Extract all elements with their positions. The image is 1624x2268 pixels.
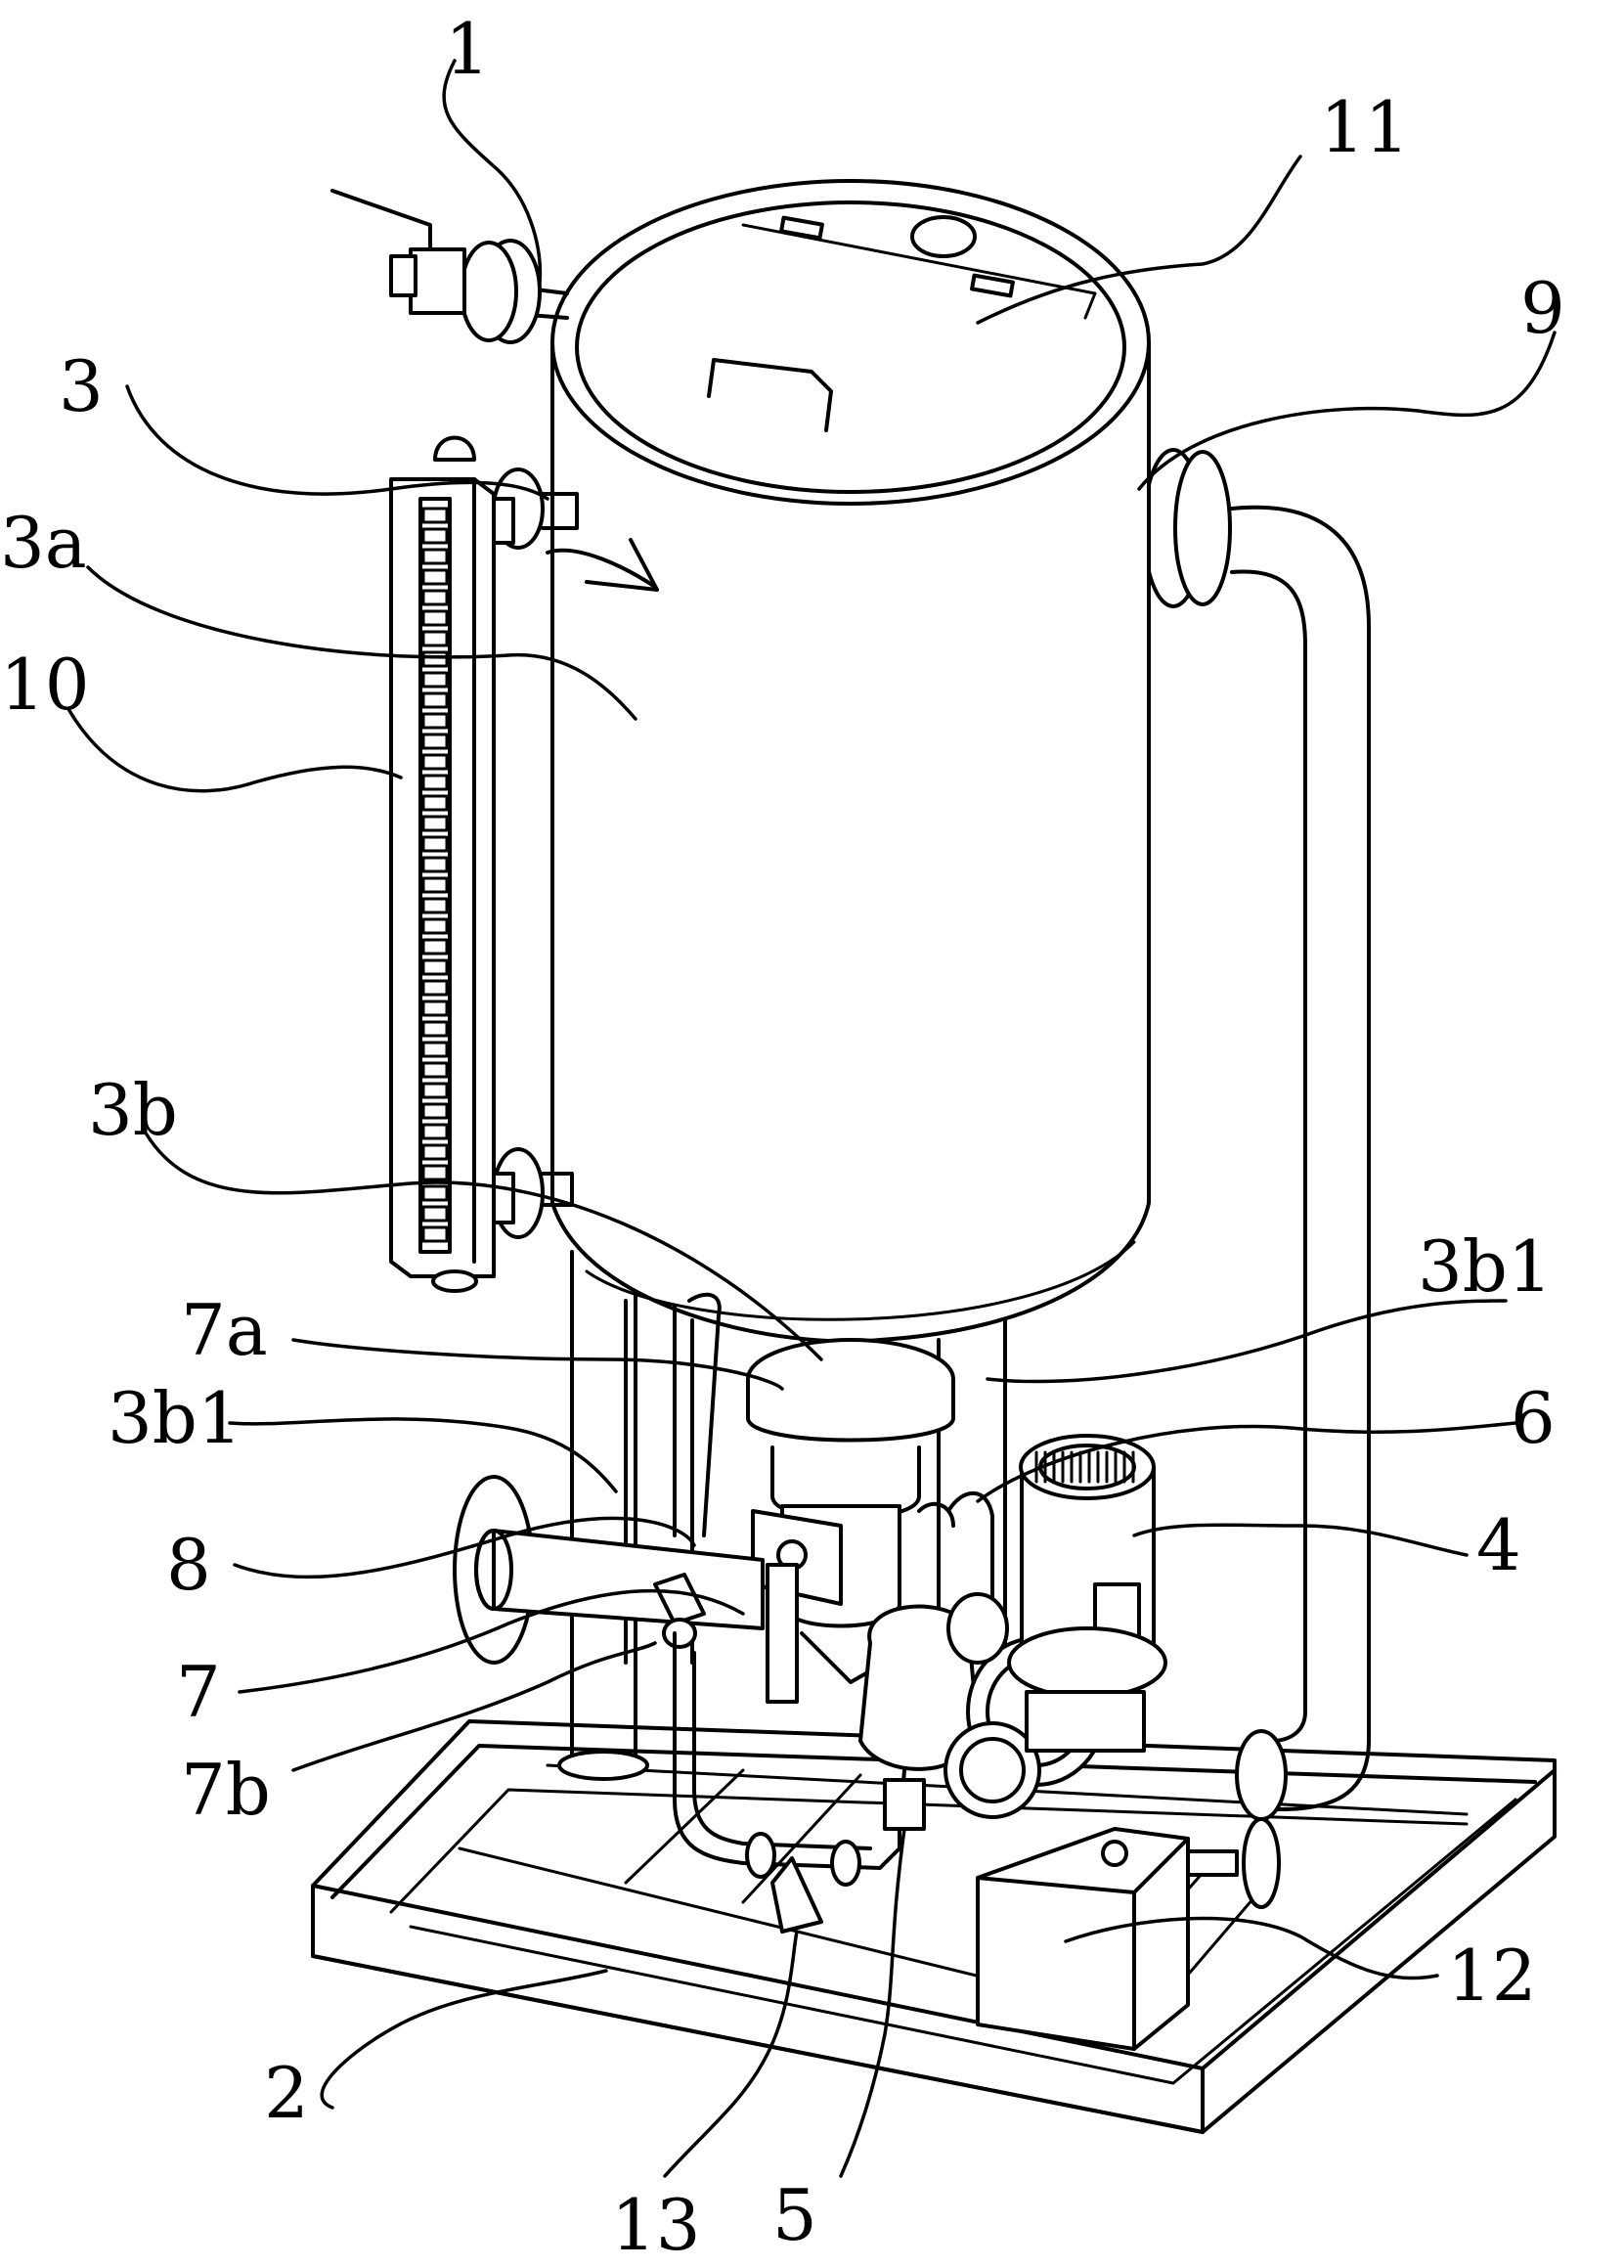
callout-3b: 3b — [88, 1069, 178, 1151]
callout-6: 6 — [1511, 1377, 1556, 1459]
gauge-tick — [421, 1123, 449, 1140]
callout-10: 10 — [0, 644, 90, 726]
gauge-tick — [421, 1041, 449, 1058]
leader-3b — [145, 1133, 823, 1361]
callout-13: 13 — [611, 2184, 701, 2266]
gauge-tick — [421, 650, 449, 668]
callout-11: 11 — [1320, 86, 1410, 168]
gauge-tick — [421, 589, 449, 606]
leader-4 — [1132, 1523, 1469, 1557]
gauge-tick — [421, 733, 449, 750]
pump-base — [976, 1817, 1281, 2051]
callout-3: 3 — [59, 345, 104, 427]
gauge-tick — [421, 691, 449, 709]
gauge-tick — [421, 897, 449, 914]
callout-3a: 3a — [0, 502, 87, 584]
leader-11 — [976, 155, 1302, 325]
gauge-tick — [421, 774, 449, 791]
callout-7a: 7a — [181, 1289, 268, 1371]
gauge-tick — [421, 507, 449, 524]
callout-4: 4 — [1476, 1504, 1521, 1586]
leader-7 — [238, 1588, 745, 1694]
gauge-tick — [421, 1061, 449, 1079]
callout-3b1-left: 3b1 — [108, 1377, 242, 1459]
gauge-tick — [421, 856, 449, 873]
leader-7a — [291, 1338, 784, 1391]
gauge-tick — [421, 1143, 449, 1161]
leader-8 — [233, 1516, 696, 1579]
callout-2: 2 — [264, 2052, 309, 2134]
callout-labels: 1 11 9 3 3a 10 3b 3b1 7a 6 3b1 4 8 7 7b … — [0, 8, 1565, 2266]
leader-7b — [291, 1641, 657, 1772]
gauge-tick — [421, 609, 449, 627]
gauge-tick — [421, 671, 449, 689]
tank-body — [550, 179, 1151, 1344]
level-gauge — [389, 435, 579, 1293]
leader-9 — [1137, 331, 1557, 491]
gauge-tick — [421, 1102, 449, 1120]
gauge-tick — [421, 1020, 449, 1038]
gauge-tick — [421, 979, 449, 997]
gauge-tick — [421, 527, 449, 545]
callout-8: 8 — [166, 1524, 211, 1606]
callout-7: 7 — [176, 1651, 221, 1733]
gauge-tick — [421, 1164, 449, 1181]
callout-1: 1 — [445, 8, 490, 90]
inlet-pipe — [453, 1475, 926, 1934]
gauge-tick — [421, 1205, 449, 1223]
feed-arrow — [546, 538, 659, 592]
leader-3b1-left — [228, 1417, 618, 1493]
gauge-tick — [421, 630, 449, 647]
callout-7b: 7b — [181, 1749, 271, 1831]
leader-5 — [839, 1827, 906, 2178]
gauge-tick — [421, 917, 449, 935]
leader-3 — [125, 384, 549, 501]
callout-9: 9 — [1520, 267, 1565, 349]
gauge-tick — [421, 712, 449, 730]
gauge-tick — [421, 1082, 449, 1099]
gauge-tick — [421, 568, 449, 586]
gauge-tick — [421, 876, 449, 894]
outlet-valve — [673, 1292, 994, 1704]
callout-12: 12 — [1447, 1934, 1537, 2017]
gauge-tick — [421, 794, 449, 812]
gauge-tick — [421, 815, 449, 832]
callout-5: 5 — [772, 2174, 817, 2256]
leader-6 — [976, 1421, 1517, 1503]
gauge-tick — [421, 958, 449, 976]
callout-3b1-right: 3b1 — [1418, 1225, 1553, 1308]
leader-2 — [320, 1969, 608, 2110]
gauge-tick — [421, 548, 449, 565]
gauge-tick — [421, 1184, 449, 1202]
gauge-tick — [421, 753, 449, 771]
leader-1 — [442, 59, 543, 286]
base-frame — [311, 1719, 1557, 2134]
leader-12 — [1064, 1916, 1439, 1980]
leader-10 — [66, 707, 403, 793]
leader-3a — [86, 565, 637, 721]
gauge-tick — [421, 938, 449, 956]
gauge-tick — [421, 835, 449, 853]
motor — [1007, 1434, 1167, 1753]
top-valve — [330, 189, 569, 344]
leader-13 — [663, 1930, 799, 2178]
gauge-tick — [421, 1000, 449, 1017]
leader-lines — [66, 59, 1557, 2178]
gauge-tick — [421, 1225, 449, 1243]
leader-3b1-right — [986, 1299, 1508, 1384]
